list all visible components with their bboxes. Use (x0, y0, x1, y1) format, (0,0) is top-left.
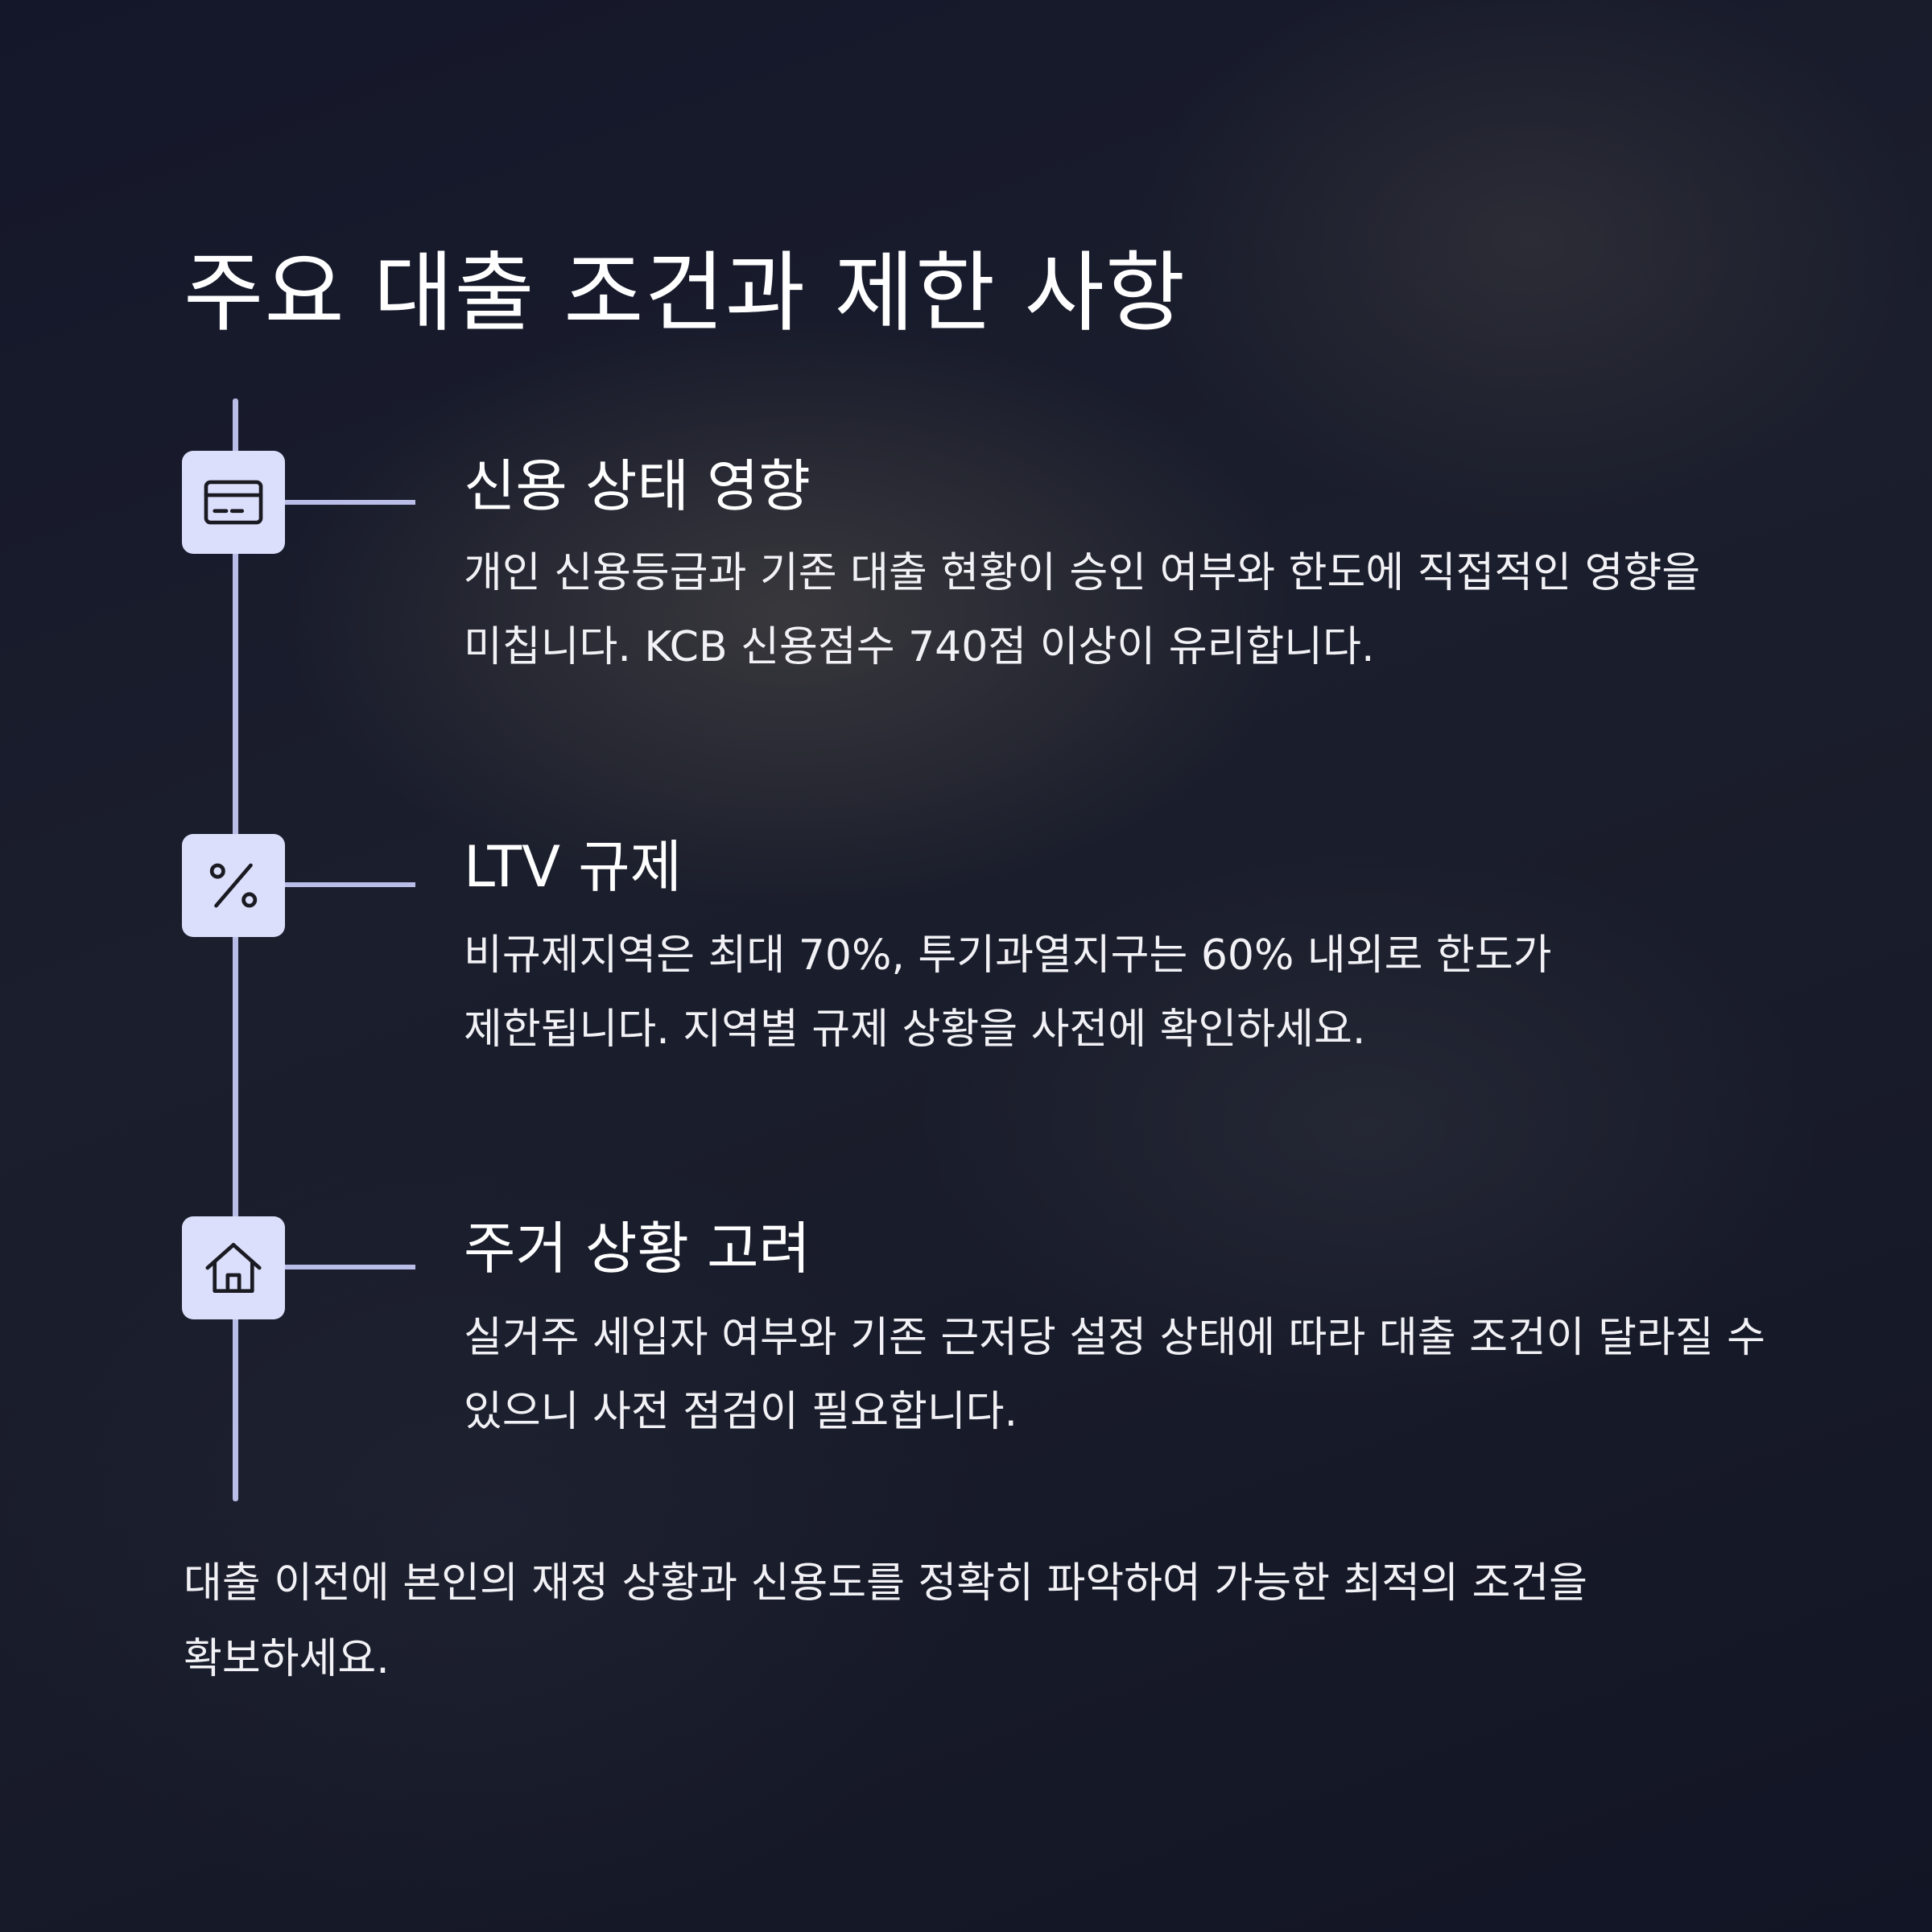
connector-line (285, 882, 415, 887)
house-icon-box (182, 1216, 285, 1319)
credit-card-icon-box (182, 451, 285, 554)
page-title: 주요 대출 조건과 제한 사항 (184, 243, 1187, 344)
timeline-line (233, 398, 238, 1501)
step-ltv: LTV 규제 비규제지역은 최대 70%, 투기과열지구는 60% 내외로 한도… (0, 0, 1932, 1054)
step-credit-status: 신용 상태 영향 개인 신용등급과 기존 대출 현황이 승인 여부와 한도에 직… (0, 0, 1932, 671)
connector-line (285, 500, 415, 505)
house-icon (205, 1243, 262, 1293)
percent-icon (209, 863, 258, 908)
step-title: LTV 규제 (464, 834, 683, 900)
percent-icon-box (182, 834, 285, 937)
step-description: 개인 신용등급과 기존 대출 현황이 승인 여부와 한도에 직접적인 영향을 미… (464, 549, 1701, 671)
footer-note: 대출 이전에 본인의 재정 상황과 신용도를 정확히 파악하여 가능한 최적의 … (184, 1559, 1588, 1683)
step-title: 신용 상태 영향 (464, 453, 811, 519)
credit-card-icon (204, 480, 263, 525)
step-housing: 주거 상황 고려 실거주 세입자 여부와 기존 근저당 설정 상태에 따라 대출… (0, 0, 1932, 1436)
step-description: 비규제지역은 최대 70%, 투기과열지구는 60% 내외로 한도가 제한됩니다… (464, 931, 1552, 1054)
connector-line (285, 1265, 415, 1269)
step-title: 주거 상황 고려 (464, 1216, 811, 1282)
step-description: 실거주 세입자 여부와 기존 근저당 설정 상태에 따라 대출 조건이 달라질 … (464, 1314, 1766, 1436)
